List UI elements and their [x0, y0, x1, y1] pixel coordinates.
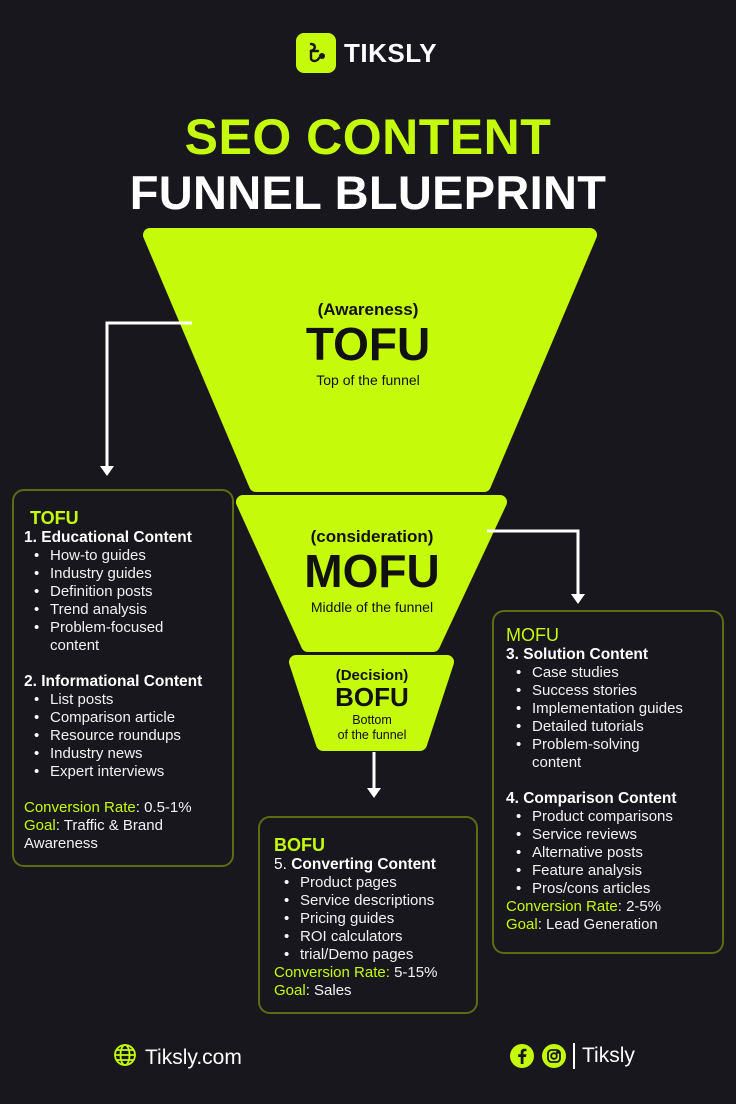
- list-item: Pricing guides: [284, 910, 476, 928]
- list-item: List posts: [34, 691, 232, 709]
- tofu-stage: (Awareness): [317, 300, 419, 319]
- list-item: Feature analysis: [516, 862, 722, 880]
- card-tag: MOFU: [506, 625, 559, 645]
- website-link[interactable]: Tiksly.com: [145, 1046, 242, 1069]
- section-title: 1. Educational Content: [24, 529, 192, 546]
- list-item: Definition posts: [34, 583, 232, 601]
- list-item: Detailed tutorials: [516, 718, 722, 736]
- instagram-icon[interactable]: [542, 1044, 566, 1068]
- list-item: How-to guides: [34, 547, 232, 565]
- list-item: Problem-solving content: [516, 736, 672, 772]
- section-title: 2. Informational Content: [24, 673, 203, 690]
- arrow-tofu: [105, 321, 192, 466]
- mofu-stage: (consideration): [310, 527, 434, 546]
- footer-social: Tiksly: [510, 1043, 635, 1069]
- list-item: Trend analysis: [34, 601, 232, 619]
- list-item: Product comparisons: [516, 808, 722, 826]
- bofu-card: BOFU 5. Converting Content Product pages…: [258, 816, 478, 1014]
- list-item: ROI calculators: [284, 928, 476, 946]
- funnel-tofu-label: (Awareness) TOFU Top of the funnel: [218, 300, 518, 388]
- bofu-stage: (Decision): [335, 667, 409, 684]
- arrow-tofu-head: [100, 466, 114, 476]
- list-item: Alternative posts: [516, 844, 722, 862]
- tofu-card: TOFU 1. Educational Content How-to guide…: [12, 489, 234, 867]
- list-item: Service descriptions: [284, 892, 476, 910]
- title-line-2: FUNNEL BLUEPRINT: [129, 166, 607, 219]
- list-item: Resource roundups: [34, 727, 232, 745]
- list-item: Comparison article: [34, 709, 232, 727]
- mofu-card: MOFU 3. Solution Content Case studies Su…: [492, 610, 724, 954]
- footer-website[interactable]: Tiksly.com: [113, 1043, 242, 1073]
- arrow-mofu-head: [571, 594, 585, 604]
- goal: Goal: Sales: [274, 982, 352, 999]
- list-item: trial/Demo pages: [284, 946, 476, 964]
- list-item: Problem-focused content: [34, 619, 200, 655]
- social-handle: Tiksly: [582, 1044, 635, 1067]
- section-title: 3. Solution Content: [506, 646, 649, 663]
- funnel-bofu-label: (Decision) BOFU Bottom of the funnel: [292, 667, 452, 743]
- list-item: Success stories: [516, 682, 722, 700]
- section-title: 4. Comparison Content: [506, 790, 677, 807]
- section-title: 5. Converting Content: [274, 856, 436, 873]
- list-item: Implementation guides: [516, 700, 722, 718]
- facebook-icon[interactable]: [510, 1044, 534, 1068]
- tofu-description: Top of the funnel: [316, 372, 420, 389]
- globe-icon: [113, 1043, 137, 1073]
- card-tag: BOFU: [274, 835, 325, 855]
- list-item: Pros/cons articles: [516, 880, 722, 898]
- list-item: Industry guides: [34, 565, 232, 583]
- conversion-rate: Conversion Rate: 0.5-1%: [24, 799, 192, 816]
- goal: Goal: Lead Generation: [506, 916, 658, 933]
- tiksly-logo-icon: [296, 33, 336, 73]
- bofu-description-line2: of the funnel: [337, 728, 407, 743]
- brand-name: TIKSLY: [344, 37, 438, 68]
- content-list: List posts Comparison article Resource r…: [24, 691, 232, 781]
- list-item: Product pages: [284, 874, 476, 892]
- list-item: Industry news: [34, 745, 232, 763]
- list-item: Case studies: [516, 664, 722, 682]
- funnel-mofu-label: (consideration) MOFU Middle of the funne…: [222, 527, 522, 615]
- bofu-abbr: BOFU: [335, 682, 409, 712]
- brand-header: TIKSLY: [296, 33, 437, 73]
- arrow-bofu-head: [367, 788, 381, 798]
- conversion-rate: Conversion Rate: 2-5%: [506, 898, 662, 915]
- mofu-description: Middle of the funnel: [310, 599, 434, 616]
- card-tag: TOFU: [30, 508, 79, 528]
- content-list: Product pages Service descriptions Prici…: [274, 874, 476, 964]
- title-line-1: SEO CONTENT: [184, 109, 552, 165]
- conversion-rate: Conversion Rate: 5-15%: [274, 964, 438, 981]
- content-list: Case studies Success stories Implementat…: [506, 664, 722, 772]
- separator: [573, 1043, 575, 1069]
- mofu-abbr: MOFU: [304, 545, 440, 597]
- content-list: Product comparisons Service reviews Alte…: [506, 808, 722, 898]
- goal: Goal: Traffic & Brand Awareness: [24, 817, 163, 852]
- bofu-description-line1: Bottom: [352, 713, 392, 728]
- content-list: How-to guides Industry guides Definition…: [24, 547, 232, 655]
- list-item: Service reviews: [516, 826, 722, 844]
- list-item: Expert interviews: [34, 763, 232, 781]
- tofu-abbr: TOFU: [305, 318, 431, 370]
